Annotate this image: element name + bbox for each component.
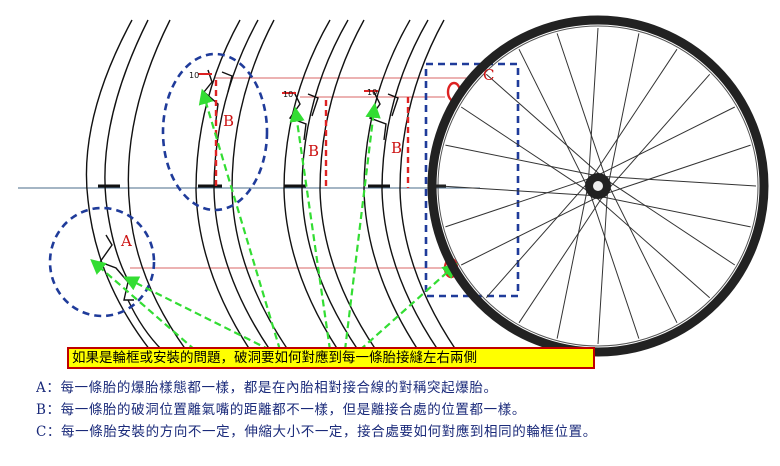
wheel-spoke (556, 185, 589, 339)
note-b: B：每一條胎的破洞位置離氣嘴的距離都不一樣，但是離接合處的位置都一樣。 (36, 402, 526, 418)
label-a: A (120, 232, 132, 250)
wheel-spoke (597, 188, 609, 345)
wheel-spoke (607, 183, 678, 324)
wheel-spoke (439, 185, 596, 197)
label-b-2: B (308, 142, 319, 160)
label-b-3: B (391, 139, 402, 157)
wheel-spoke (606, 73, 711, 192)
circle-a (48, 206, 156, 318)
wheel-spoke (460, 195, 601, 266)
tire-section-3 (283, 19, 377, 351)
gap-label-2: 10 (283, 90, 293, 99)
wheel-spoke (604, 178, 736, 266)
wheel-spoke (588, 190, 640, 339)
wheel-spoke (485, 73, 604, 178)
highlight-circles (48, 52, 269, 318)
wheel-spoke (485, 180, 590, 299)
label-c: C (483, 66, 494, 84)
note-c: C：每一條胎安裝的方向不一定，伸縮大小不一定，接合處要如何對應到相同的輪框位置。 (36, 424, 597, 440)
box-c (424, 62, 520, 298)
wheel-spoke (590, 48, 678, 180)
seam-guide-lines (130, 77, 470, 269)
gap-markers (198, 73, 378, 94)
wheel-spoke (592, 194, 711, 299)
bicycle-wheel (427, 15, 769, 357)
wheel-spoke (445, 144, 599, 177)
gap-label-3: 10 (367, 88, 377, 97)
note-a: A：每一條胎的爆胎樣態都一樣，都是在內胎相對接合線的對稱突起爆胎。 (36, 380, 498, 396)
wheel-spoke (595, 106, 736, 177)
wheel-spoke (607, 33, 640, 187)
wheel-spoke (602, 144, 751, 196)
callout-question: 如果是輪框或安裝的問題，破洞要如何對應到每一條胎接縫左右兩側 (67, 347, 595, 369)
wheel-spoke (556, 33, 608, 182)
wheel-spoke (445, 176, 594, 228)
pointer-arrows (90, 88, 458, 351)
wheel-spoke (460, 106, 592, 194)
explanation-notes: A：每一條胎的爆胎樣態都一樣，都是在內胎相對接合線的對稱突起爆胎。 B：每一條胎… (36, 377, 776, 443)
label-b-1: B (223, 112, 234, 130)
tire-section-1 (85, 19, 187, 351)
wheel-spoke (600, 175, 757, 187)
wheel-spoke (587, 27, 599, 184)
wheel-spoke (597, 195, 751, 228)
wheel-spoke (518, 48, 589, 189)
tire-section-2 (195, 19, 289, 351)
wheel-spoke (518, 192, 606, 324)
circle-b (161, 52, 269, 212)
gap-label-1: 10 (189, 71, 199, 80)
tire-section-4 (363, 19, 457, 351)
